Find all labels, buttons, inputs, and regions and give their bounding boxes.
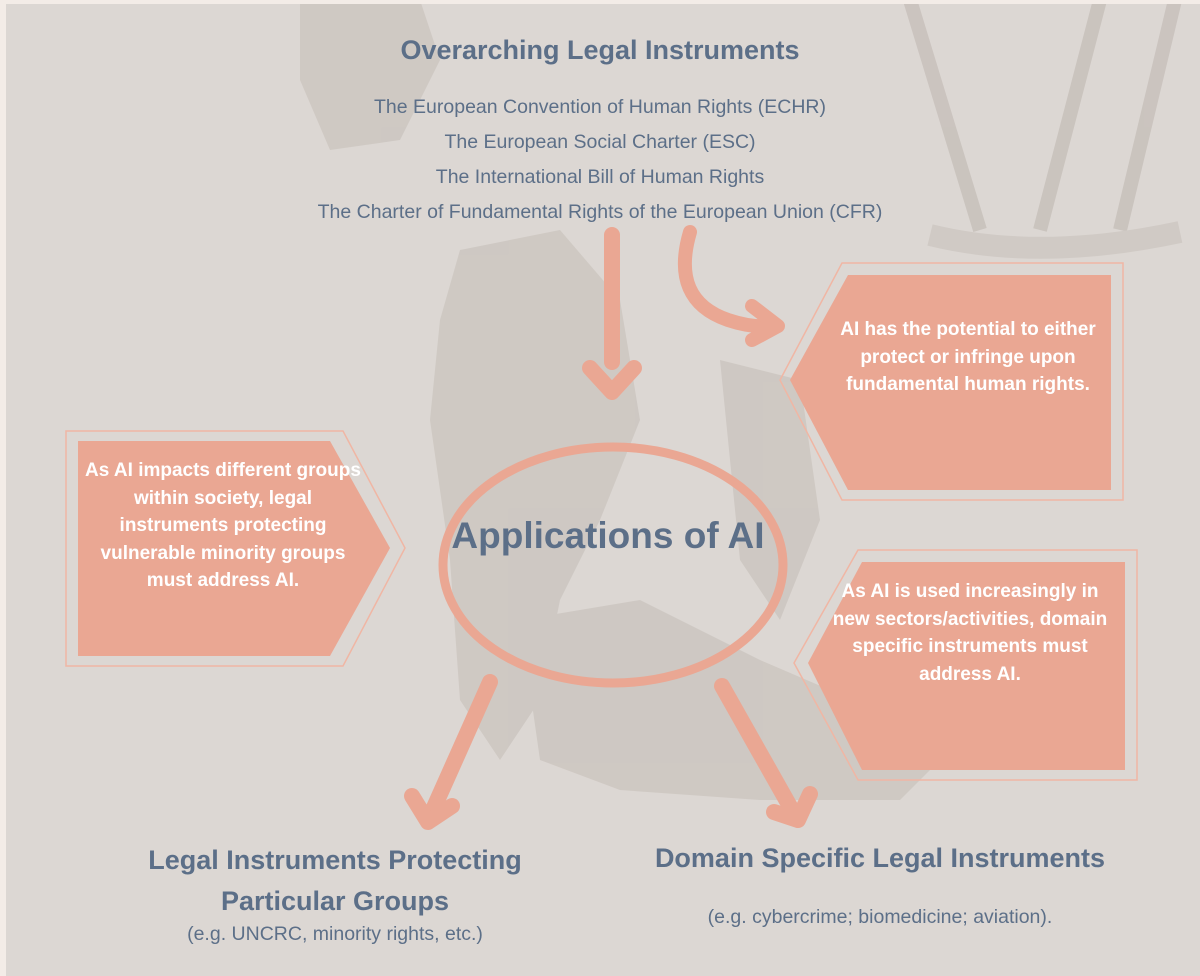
center-node-label: Applications of AI	[451, 515, 765, 556]
right-bottom-callout-shape	[793, 549, 1138, 781]
right-bottom-callout-text: As AI is used increasingly in new sector…	[832, 581, 1108, 685]
left-callout-shape	[65, 430, 406, 667]
right-top-callout-text: AI has the potential to either protect o…	[840, 319, 1096, 395]
center-ellipse	[438, 442, 788, 688]
right-top-callout-shape	[779, 262, 1124, 501]
domain-specific-heading: Domain Specific Legal Instruments	[654, 843, 1106, 873]
arrow-to-bottom-right	[714, 678, 818, 828]
list-item: The Charter of Fundamental Rights of the…	[317, 201, 883, 223]
list-item: The International Bill of Human Rights	[435, 166, 765, 188]
overarching-instruments-list: The European Convention of Human Rights …	[200, 90, 1000, 230]
left-callout-text: As AI impacts different groups within so…	[85, 460, 361, 591]
arrow-to-bottom-left	[404, 674, 498, 830]
arrow-down-to-center	[582, 227, 642, 400]
list-item: The European Convention of Human Rights …	[374, 96, 826, 118]
overarching-instruments-heading: Overarching Legal Instruments	[400, 35, 800, 65]
list-item: The European Social Charter (ESC)	[444, 131, 756, 153]
domain-specific-examples: (e.g. cybercrime; biomedicine; aviation)…	[707, 906, 1053, 928]
curved-arrow-to-callout	[677, 225, 785, 347]
particular-groups-heading: Legal Instruments Protecting Particular …	[148, 845, 522, 916]
particular-groups-examples: (e.g. UNCRC, minority rights, etc.)	[187, 923, 483, 945]
